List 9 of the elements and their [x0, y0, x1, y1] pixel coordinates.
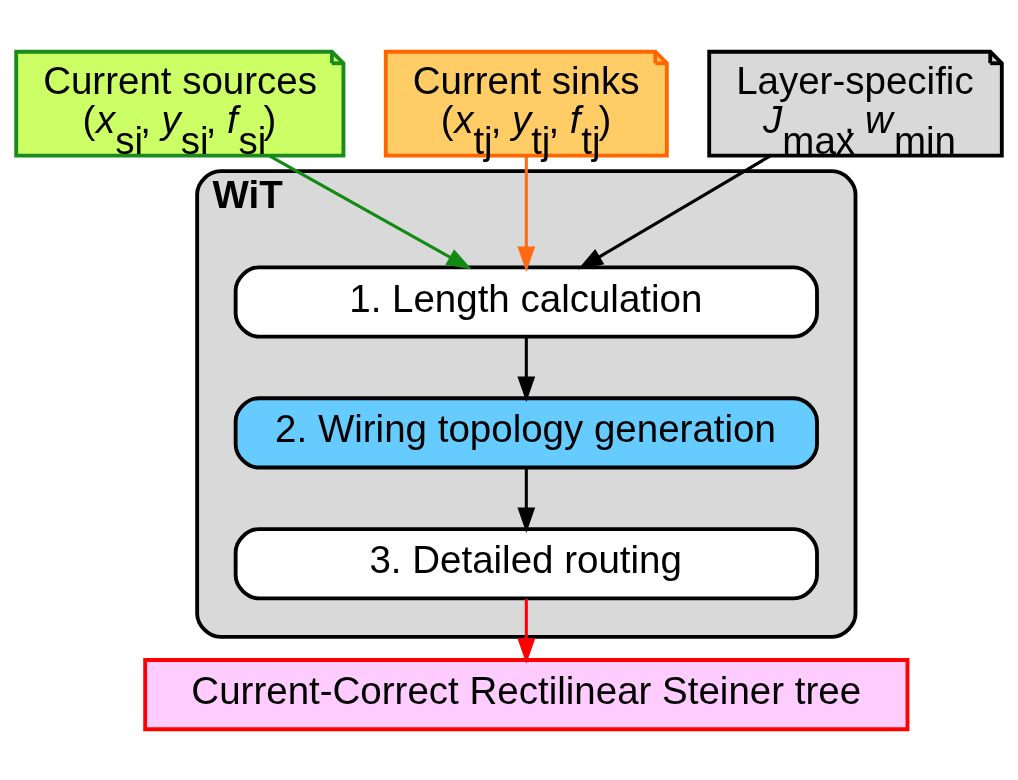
arrow — [268, 153, 472, 269]
node-box: Current-Correct Rectilinear Steiner tree — [143, 657, 910, 731]
arrow — [517, 467, 536, 533]
arrow — [517, 598, 536, 664]
arrow — [517, 155, 536, 272]
node-box: 1. Length calculation — [233, 264, 819, 339]
arrow — [517, 336, 536, 402]
node-box: 3. Detailed routing — [233, 526, 819, 600]
node-box: 2. Wiring topology generation — [233, 395, 819, 469]
